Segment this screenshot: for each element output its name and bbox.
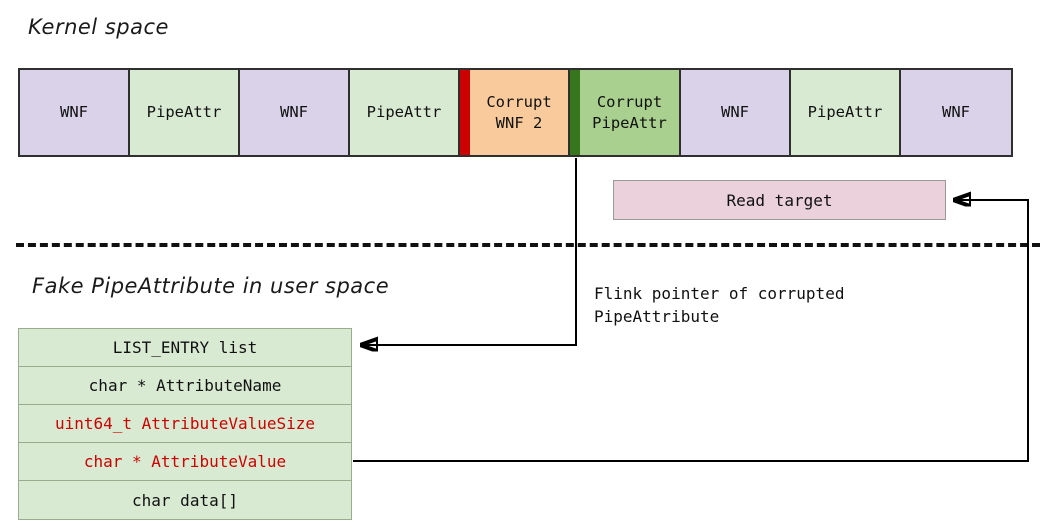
memory-cell-9-pipeattr: PipeAttr bbox=[791, 70, 901, 155]
memory-cell-4-separator bbox=[460, 70, 470, 155]
struct-row-char-attributename: char * AttributeName bbox=[19, 367, 351, 405]
memory-cell-10-wnf: WNF bbox=[901, 70, 1011, 155]
user-space-title: Fake PipeAttribute in user space bbox=[32, 274, 390, 298]
struct-row-char-data: char data[] bbox=[19, 481, 351, 519]
memory-cell-7-corrupt-pipeattr: Corrupt PipeAttr bbox=[580, 70, 681, 155]
struct-row-uint64-t-attributevaluesize: uint64_t AttributeValueSize bbox=[19, 405, 351, 443]
memory-cell-6-separator bbox=[570, 70, 580, 155]
flink-pointer-annotation: Flink pointer of corrupted PipeAttribute bbox=[594, 284, 845, 326]
memory-cell-0-wnf: WNF bbox=[20, 70, 130, 155]
attribute-value-pointer-arrow bbox=[353, 200, 1029, 462]
flink-pointer-arrow bbox=[362, 158, 577, 345]
read-target-label: Read target bbox=[726, 190, 833, 210]
struct-row-list-entry-list: LIST_ENTRY list bbox=[19, 329, 351, 367]
memory-cell-5-corrupt-wnf-2: Corrupt WNF 2 bbox=[470, 70, 570, 155]
kernel-space-title: Kernel space bbox=[28, 15, 169, 39]
read-target-box: Read target bbox=[613, 180, 946, 220]
memory-cell-8-wnf: WNF bbox=[681, 70, 791, 155]
struct-row-char-attributevalue: char * AttributeValue bbox=[19, 443, 351, 481]
kernel-user-divider bbox=[16, 243, 1040, 247]
memory-cell-3-pipeattr: PipeAttr bbox=[350, 70, 460, 155]
memory-cell-2-wnf: WNF bbox=[240, 70, 350, 155]
memory-cell-1-pipeattr: PipeAttr bbox=[130, 70, 240, 155]
